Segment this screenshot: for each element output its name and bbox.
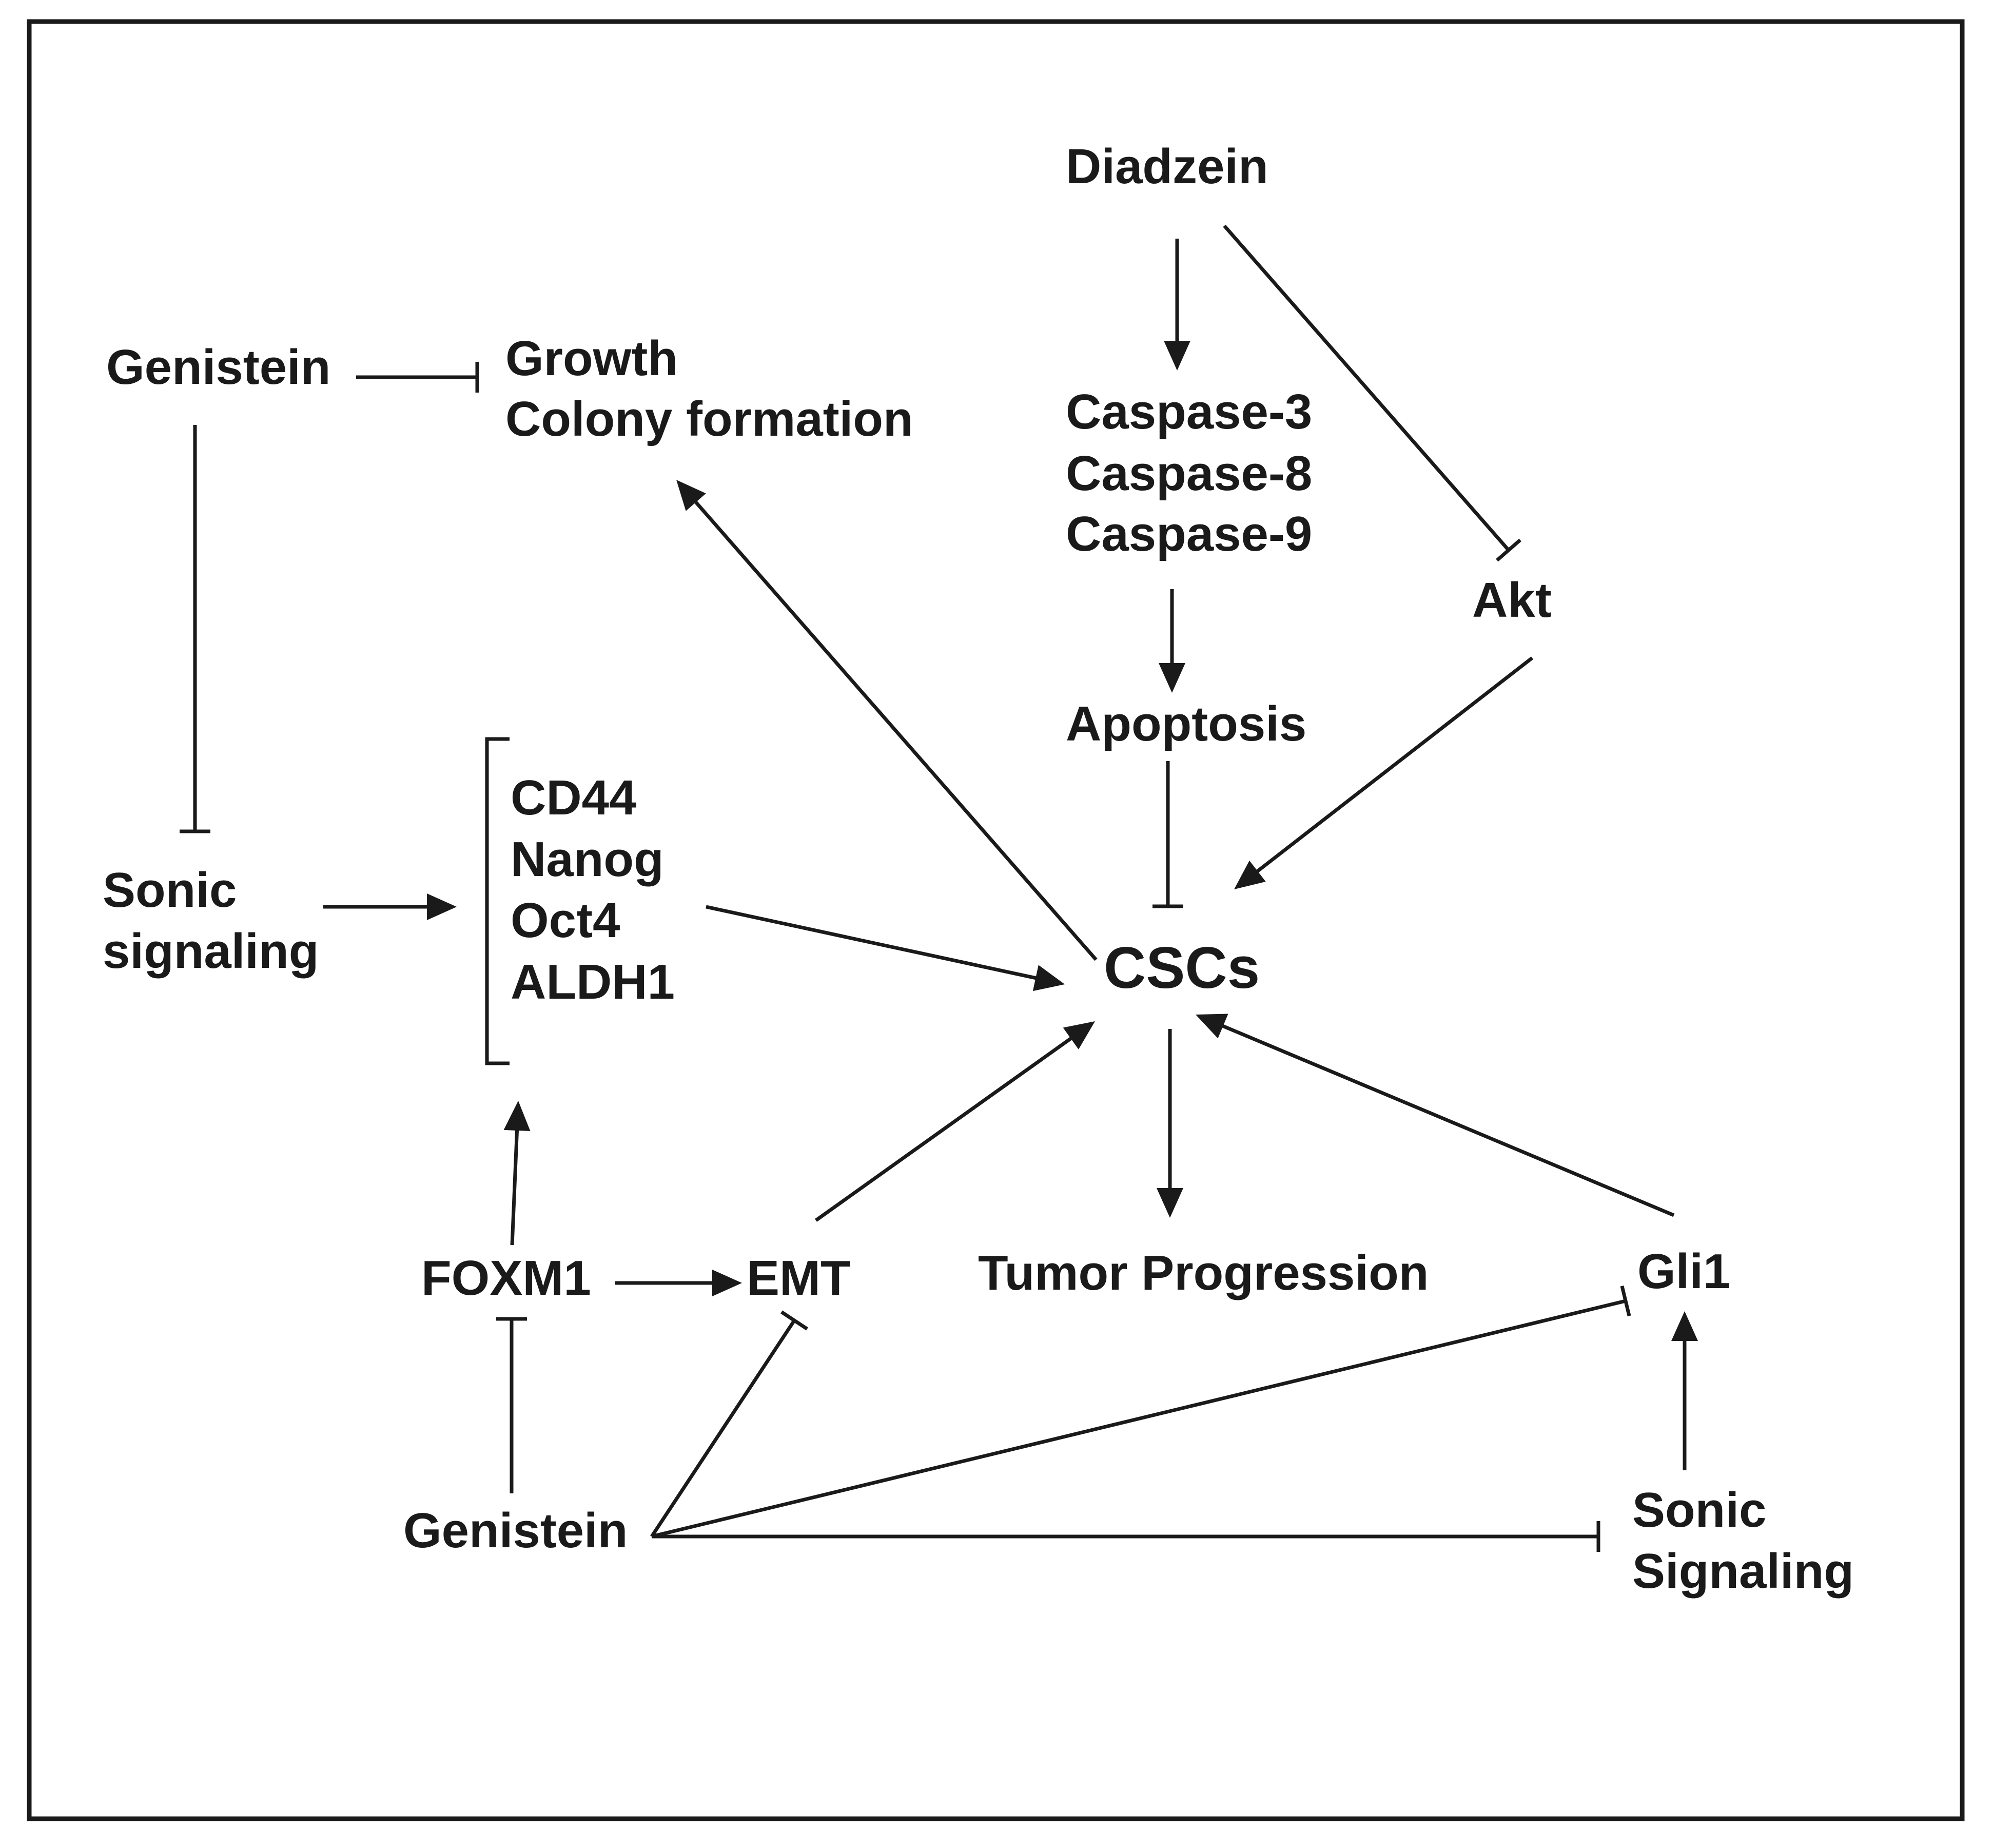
node-genistein-bottom: Genistein xyxy=(403,1503,628,1558)
node-tumor-progression-line: Tumor Progression xyxy=(978,1246,1429,1300)
node-sonic-left: Sonic signaling xyxy=(103,863,319,979)
edge-gli1-to-cscs xyxy=(1196,1014,1675,1217)
node-emt-line: EMT xyxy=(747,1251,851,1306)
node-sonic-left-line-1: Sonic xyxy=(103,863,237,918)
node-genistein-bottom-line: Genistein xyxy=(403,1503,628,1558)
node-marker-aldh1: ALDH1 xyxy=(511,955,675,1009)
node-gli1-line: Gli1 xyxy=(1637,1244,1730,1299)
node-diadzein-line: Diadzein xyxy=(1066,139,1268,194)
edge-sonic-left-to-markers xyxy=(323,893,457,920)
edge-cscs-to-tumor xyxy=(1157,1029,1183,1218)
edge-layer xyxy=(180,224,1698,1552)
node-marker-oct4: Oct4 xyxy=(511,893,620,948)
node-sonic-right-line-1: Sonic xyxy=(1632,1483,1766,1538)
node-caspase-9: Caspase-9 xyxy=(1066,507,1312,561)
edge-genistein-bottom-to-sonic-right xyxy=(652,1521,1600,1552)
edge-emt-to-cscs xyxy=(814,1021,1095,1222)
edge-akt-to-cscs xyxy=(1234,656,1534,889)
node-marker-cd44: CD44 xyxy=(511,770,636,825)
edge-line xyxy=(1223,224,1510,552)
arrowhead xyxy=(1164,341,1190,371)
inhibition-bar xyxy=(1620,1286,1631,1316)
edge-markers-to-cscs xyxy=(706,905,1065,991)
arrowhead xyxy=(1234,860,1266,889)
node-apoptosis: Apoptosis xyxy=(1066,696,1306,751)
edge-apoptosis-to-cscs xyxy=(1152,761,1183,908)
node-akt-line: Akt xyxy=(1472,573,1552,628)
arrowhead xyxy=(1671,1311,1698,1341)
node-cscs: CSCs xyxy=(1104,936,1260,1001)
edge-line xyxy=(1255,656,1534,874)
edge-caspases-to-apoptosis xyxy=(1159,589,1185,693)
node-growth-line-2: Colony formation xyxy=(505,392,913,446)
node-cscs-line: CSCs xyxy=(1104,936,1260,1001)
arrowhead xyxy=(1196,1014,1228,1039)
marker-group-bracket xyxy=(485,737,510,1065)
node-layer: Diadzein Caspase-3 Caspase-8 Caspase-9 A… xyxy=(103,139,1854,1599)
node-caspases: Caspase-3 Caspase-8 Caspase-9 xyxy=(1066,384,1326,561)
node-akt: Akt xyxy=(1472,573,1552,628)
edge-line xyxy=(650,1319,796,1538)
arrowhead xyxy=(1157,1188,1183,1218)
node-tumor-progression: Tumor Progression xyxy=(978,1246,1429,1300)
edge-line xyxy=(510,1128,519,1246)
edge-foxm1-to-emt xyxy=(615,1270,742,1296)
diagram-frame xyxy=(27,19,1965,1821)
node-emt: EMT xyxy=(747,1251,851,1306)
edge-line xyxy=(814,1036,1074,1222)
inhibition-bar xyxy=(1496,538,1521,562)
edge-genistein-bottom-to-emt xyxy=(650,1310,808,1538)
arrowhead xyxy=(676,480,706,511)
node-sonic-right: Sonic Signaling xyxy=(1632,1483,1854,1599)
node-diadzein: Diadzein xyxy=(1066,139,1268,194)
edge-foxm1-to-markers xyxy=(503,1101,531,1246)
edge-genistein-top-to-growth xyxy=(356,362,479,393)
edge-genistein-top-to-sonic-left xyxy=(180,425,210,833)
node-caspase-3: Caspase-3 xyxy=(1066,384,1312,439)
node-sonic-left-line-2: signaling xyxy=(103,924,319,979)
arrowhead xyxy=(1063,1021,1095,1049)
node-foxm1-line: FOXM1 xyxy=(421,1251,591,1306)
edge-line xyxy=(651,1299,1626,1539)
arrowhead xyxy=(1032,965,1065,991)
node-growth: Growth Colony formation xyxy=(505,331,913,446)
edge-line xyxy=(693,499,1098,961)
edge-sonic-right-to-gli1 xyxy=(1671,1311,1698,1470)
edge-line xyxy=(1220,1023,1675,1217)
node-markers: CD44 Nanog Oct4 ALDH1 xyxy=(511,770,677,1009)
edge-genistein-bottom-to-gli1 xyxy=(651,1286,1631,1539)
node-foxm1: FOXM1 xyxy=(421,1251,591,1306)
node-genistein-top-line: Genistein xyxy=(106,340,330,395)
inhibition-bar xyxy=(780,1310,808,1331)
edge-line xyxy=(706,905,1038,981)
node-apoptosis-line: Apoptosis xyxy=(1066,696,1306,751)
edge-diadzein-to-akt xyxy=(1223,224,1521,562)
arrowhead xyxy=(712,1270,742,1296)
node-marker-nanog: Nanog xyxy=(511,832,664,887)
arrowhead xyxy=(427,893,457,920)
edge-genistein-bottom-to-foxm1 xyxy=(496,1317,527,1493)
node-sonic-right-line-2: Signaling xyxy=(1632,1544,1854,1599)
node-caspase-8: Caspase-8 xyxy=(1066,446,1312,501)
node-growth-line-1: Growth xyxy=(505,331,678,386)
arrowhead xyxy=(503,1101,531,1132)
node-genistein-top: Genistein xyxy=(106,340,330,395)
arrowhead xyxy=(1159,663,1185,693)
edge-cscs-to-growth xyxy=(676,480,1098,961)
node-gli1: Gli1 xyxy=(1637,1244,1730,1299)
edge-diadzein-to-caspases xyxy=(1164,239,1190,371)
